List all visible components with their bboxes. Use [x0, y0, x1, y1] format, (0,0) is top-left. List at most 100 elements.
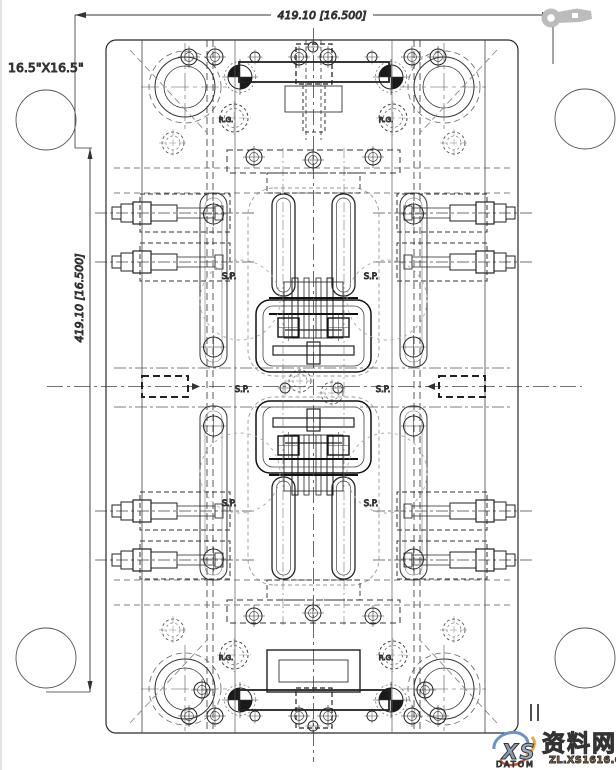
rect-primitive	[403, 503, 413, 519]
rect-primitive	[403, 254, 413, 270]
watermark-logo-letter-x: X	[500, 740, 520, 764]
rect-primitive	[326, 434, 334, 496]
pin-hole	[305, 39, 321, 55]
path-primitive	[87, 681, 93, 692]
circle-primitive	[547, 14, 555, 22]
rect-primitive	[404, 410, 423, 576]
guide-pin-bottom-left	[141, 645, 229, 733]
rect-primitive	[238, 689, 390, 711]
guide-pin-top-left	[141, 43, 229, 131]
rect-primitive	[247, 187, 380, 377]
circle-primitive	[199, 432, 281, 514]
path-primitive	[379, 688, 391, 700]
circle-primitive	[199, 259, 281, 341]
circle-primitive	[346, 432, 428, 514]
rect-primitive	[199, 405, 228, 581]
rg-callout: R.G.	[219, 654, 234, 662]
rect-primitive	[199, 192, 228, 368]
rect-primitive	[331, 476, 356, 580]
rect-primitive	[572, 13, 578, 18]
screw-hole	[191, 679, 213, 701]
rail-top-left	[199, 192, 228, 368]
rail-bottom-left	[199, 405, 228, 581]
sp-callout: S.P.	[222, 272, 237, 282]
water-fitting-left	[95, 540, 257, 580]
spring-hole	[376, 638, 410, 672]
sprue-block	[238, 61, 390, 83]
spring-hole	[217, 101, 251, 135]
path-primitive	[192, 383, 200, 390]
rect-primitive	[336, 197, 351, 293]
screw-hole	[362, 146, 384, 168]
rect-primitive	[139, 242, 231, 282]
water-fitting-right	[370, 540, 532, 580]
screw-hole	[317, 705, 339, 727]
rect-primitive	[336, 480, 351, 576]
screw-hole	[178, 46, 200, 68]
path-primitive	[391, 700, 403, 712]
spring-hole-small	[440, 129, 468, 157]
rect-primitive	[403, 205, 413, 221]
rect-primitive	[226, 149, 401, 174]
sp-callout: S.P.	[364, 499, 379, 509]
screw-hole	[401, 705, 423, 727]
path-primitive	[379, 65, 391, 77]
water-fitting-left	[95, 193, 257, 233]
screw-hole	[427, 46, 449, 68]
rect-primitive	[326, 277, 334, 339]
rect-primitive	[396, 540, 488, 580]
pin-hole	[277, 380, 293, 396]
rect-primitive	[295, 687, 333, 729]
screw-hole	[243, 146, 265, 168]
guide-pin-bottom-right	[400, 645, 488, 733]
path-primitive	[75, 12, 86, 18]
rect-primitive	[315, 277, 322, 339]
datum-mark	[373, 59, 409, 95]
rect-primitive	[204, 410, 223, 576]
rg-callout: R.G.	[219, 116, 234, 124]
spring-hole-small	[159, 129, 187, 157]
rect-primitive	[139, 540, 231, 580]
datum-mark	[222, 59, 258, 95]
support-block	[266, 649, 361, 693]
circle-primitive	[219, 640, 249, 670]
rect-primitive	[74, 242, 88, 348]
rect-primitive	[214, 205, 224, 221]
rect-primitive	[271, 8, 373, 21]
rect-primitive	[139, 491, 231, 531]
pin-hole	[305, 718, 321, 734]
water-fitting-left	[95, 242, 257, 282]
corner-detail-circle	[15, 627, 77, 689]
sp-callout: S.P.	[376, 385, 391, 395]
watermark-logo-subtext: DATOM	[496, 760, 535, 769]
watermark-site-name: 资料网	[542, 731, 616, 757]
rect-primitive	[315, 434, 322, 496]
rect-primitive	[214, 254, 224, 270]
pin-hole	[364, 708, 380, 724]
sp-callout: S.P.	[235, 385, 250, 395]
watermark-logo-letter-s: S	[519, 740, 534, 764]
rect-primitive	[271, 476, 296, 580]
path-primitive	[87, 148, 93, 159]
watermark-logo-swirl-orange	[525, 735, 536, 757]
rect-primitive	[276, 480, 291, 576]
plate-size-label: 16.5"X16.5"	[8, 60, 84, 75]
screw-hole	[288, 705, 310, 727]
rect-primitive	[291, 277, 299, 339]
path-primitive	[228, 65, 240, 77]
rect-primitive	[331, 193, 356, 297]
water-fitting-left	[95, 491, 257, 531]
cavity-top	[247, 187, 380, 377]
rect-primitive	[266, 579, 361, 601]
rect-primitive	[278, 659, 349, 683]
circle-primitive	[346, 259, 428, 341]
watermark-logo-swirl-blue	[492, 730, 530, 750]
line-primitive	[418, 638, 498, 724]
rect-primitive	[396, 242, 488, 282]
screw-hole	[243, 605, 265, 627]
line-primitive	[129, 49, 209, 135]
rect-primitive	[303, 434, 310, 496]
screw-hole	[362, 605, 384, 627]
